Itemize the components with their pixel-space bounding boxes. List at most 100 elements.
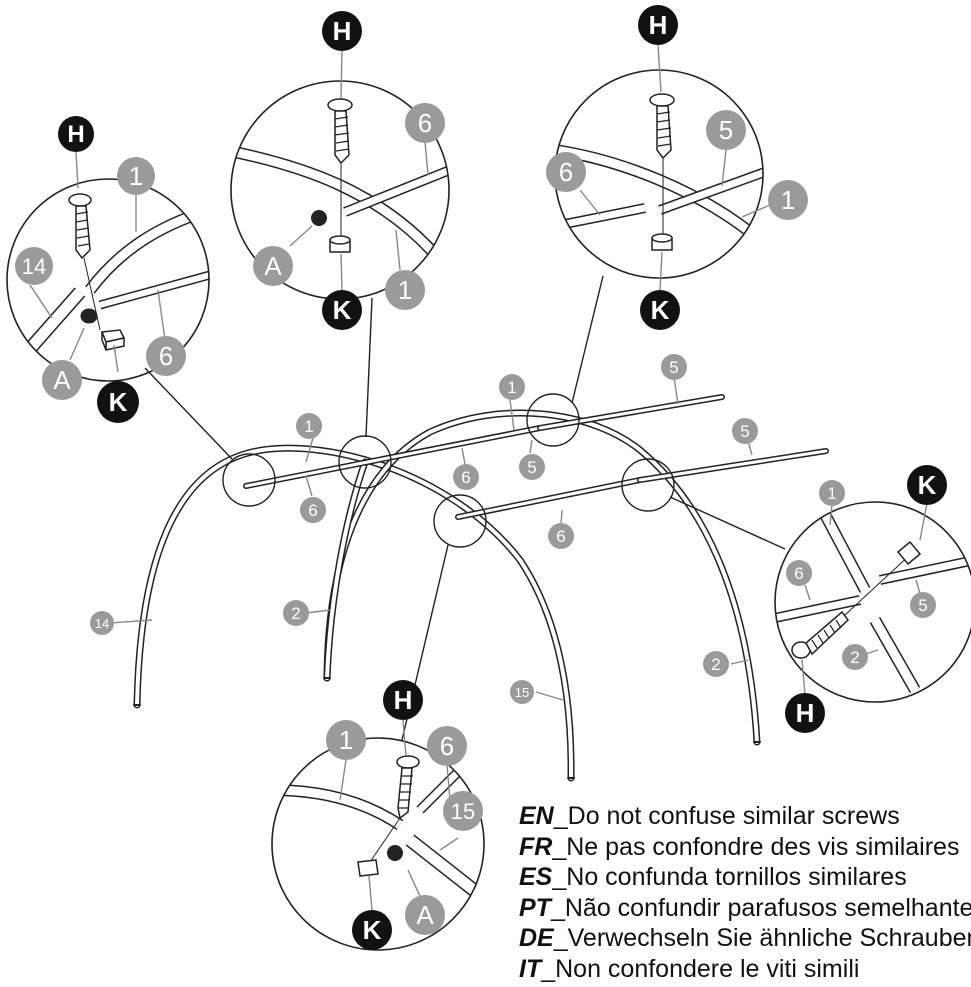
warning-notes: EN_Do not confuse similar screws FR_Ne p… — [519, 801, 971, 987]
svg-text:H: H — [796, 698, 815, 728]
nut — [357, 859, 379, 877]
svg-text:1: 1 — [507, 378, 516, 397]
callout-5: 5 — [706, 110, 746, 150]
callout-h: H — [383, 680, 423, 720]
detail-circle-3 — [554, 69, 764, 279]
callout-1: 1 — [296, 413, 322, 439]
svg-text:14: 14 — [22, 254, 46, 279]
svg-text:A: A — [264, 251, 282, 281]
svg-text:5: 5 — [740, 422, 749, 441]
svg-text:6: 6 — [794, 564, 803, 583]
svg-text:6: 6 — [159, 341, 173, 371]
svg-text:A: A — [416, 900, 434, 930]
cap-nut — [80, 308, 98, 324]
svg-text:K: K — [651, 295, 670, 325]
nut — [329, 235, 351, 253]
svg-text:1: 1 — [129, 161, 143, 191]
svg-text:6: 6 — [440, 731, 454, 761]
pole-6-right — [455, 477, 643, 520]
svg-text:K: K — [333, 295, 352, 325]
callout-k: K — [322, 290, 362, 330]
callout-1: 1 — [385, 270, 425, 310]
callout-a: A — [405, 895, 445, 935]
svg-text:H: H — [333, 16, 352, 46]
screw — [649, 93, 675, 240]
svg-text:6: 6 — [559, 157, 573, 187]
svg-text:1: 1 — [827, 484, 836, 503]
callout-h: H — [58, 116, 94, 152]
svg-text:1: 1 — [781, 185, 795, 215]
screw — [791, 552, 913, 659]
svg-text:15: 15 — [515, 685, 529, 700]
callout-1: 1 — [499, 374, 525, 400]
svg-text:K: K — [109, 387, 128, 417]
callout-6: 6 — [786, 560, 812, 586]
callout-6: 6 — [427, 726, 467, 766]
callout-14: 14 — [90, 611, 114, 635]
callout-5: 5 — [661, 354, 687, 380]
svg-text:2: 2 — [291, 604, 300, 623]
callout-5: 5 — [732, 418, 758, 444]
pole-6-left — [243, 425, 543, 489]
callout-k: K — [907, 465, 947, 505]
callout-1: 1 — [117, 157, 155, 195]
callout-2: 2 — [283, 600, 309, 626]
svg-text:5: 5 — [719, 115, 733, 145]
callout-h: H — [322, 11, 362, 51]
detail-circle-5 — [271, 737, 485, 951]
callout-5: 5 — [519, 454, 545, 480]
svg-text:5: 5 — [669, 358, 678, 377]
callouts-gray: 1 14 6 A 6 A 1 5 6 1 1 6 1 6 5 5 5 6 14 … — [15, 103, 936, 935]
callout-6: 6 — [453, 464, 479, 490]
arch-rear — [323, 409, 761, 746]
pole-5-top — [537, 394, 725, 431]
joint-markers — [222, 393, 675, 548]
detail-circle-4 — [774, 501, 971, 703]
svg-text:1: 1 — [339, 725, 353, 755]
detail-circle-2 — [230, 80, 450, 300]
nut — [100, 329, 126, 351]
callout-1: 1 — [819, 480, 845, 506]
callout-6: 6 — [146, 336, 186, 376]
svg-text:6: 6 — [418, 108, 432, 138]
pole-5-right — [637, 448, 829, 483]
svg-text:K: K — [918, 470, 937, 500]
callout-15: 15 — [510, 680, 534, 704]
callout-a: A — [253, 246, 293, 286]
screw — [327, 98, 353, 245]
callout-2: 2 — [842, 644, 868, 670]
callout-h: H — [638, 5, 678, 45]
callout-k: K — [640, 290, 680, 330]
callout-15: 15 — [443, 791, 483, 831]
svg-text:6: 6 — [308, 501, 317, 520]
svg-text:H: H — [394, 685, 413, 715]
callout-6: 6 — [405, 103, 445, 143]
svg-text:2: 2 — [850, 648, 859, 667]
main-frame — [133, 394, 829, 782]
callout-5: 5 — [910, 592, 936, 618]
callout-leaders — [29, 44, 928, 911]
svg-text:H: H — [67, 121, 84, 148]
callout-1: 1 — [326, 720, 366, 760]
svg-text:6: 6 — [461, 468, 470, 487]
svg-text:2: 2 — [711, 655, 720, 674]
callout-6: 6 — [546, 152, 586, 192]
svg-text:1: 1 — [304, 417, 313, 436]
callout-h: H — [785, 693, 825, 733]
svg-text:H: H — [649, 10, 668, 40]
callout-6: 6 — [300, 497, 326, 523]
arch-middle — [323, 458, 369, 682]
nut — [896, 540, 922, 566]
callout-k: K — [97, 381, 139, 423]
svg-text:K: K — [363, 915, 382, 945]
nut — [651, 233, 673, 251]
callout-6: 6 — [548, 523, 574, 549]
callout-a: A — [42, 360, 82, 400]
callout-14: 14 — [15, 247, 53, 285]
callouts-black: H K H K H K K H H K — [58, 5, 947, 950]
cap-nut — [311, 210, 327, 226]
screw — [68, 193, 101, 331]
note-pt: PT_Não confundir parafusos semelhantes — [519, 893, 971, 922]
svg-text:6: 6 — [556, 527, 565, 546]
